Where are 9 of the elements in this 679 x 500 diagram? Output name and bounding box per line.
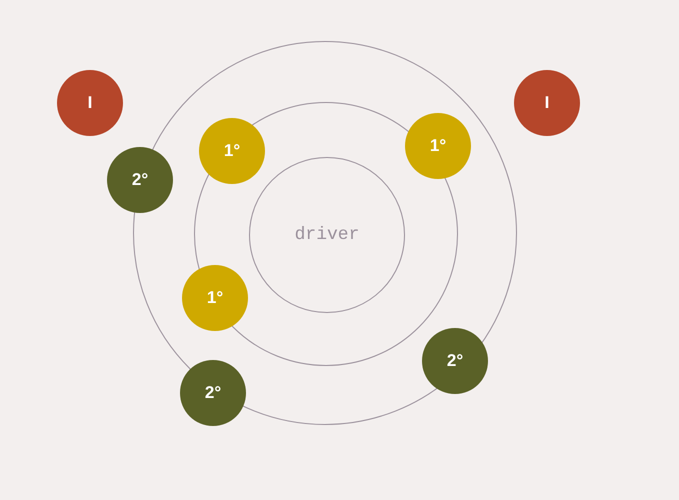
circle-label: 1° (224, 141, 240, 161)
circle-label: 1° (430, 136, 446, 156)
circle-label: I (544, 93, 550, 113)
circle-label: 1° (206, 288, 224, 308)
circle-label: I (88, 93, 92, 113)
circle-label: 2° (446, 351, 464, 371)
circle-label: 2° (132, 170, 148, 190)
circle-label: 2° (204, 383, 222, 403)
center-label: driver (294, 225, 360, 245)
